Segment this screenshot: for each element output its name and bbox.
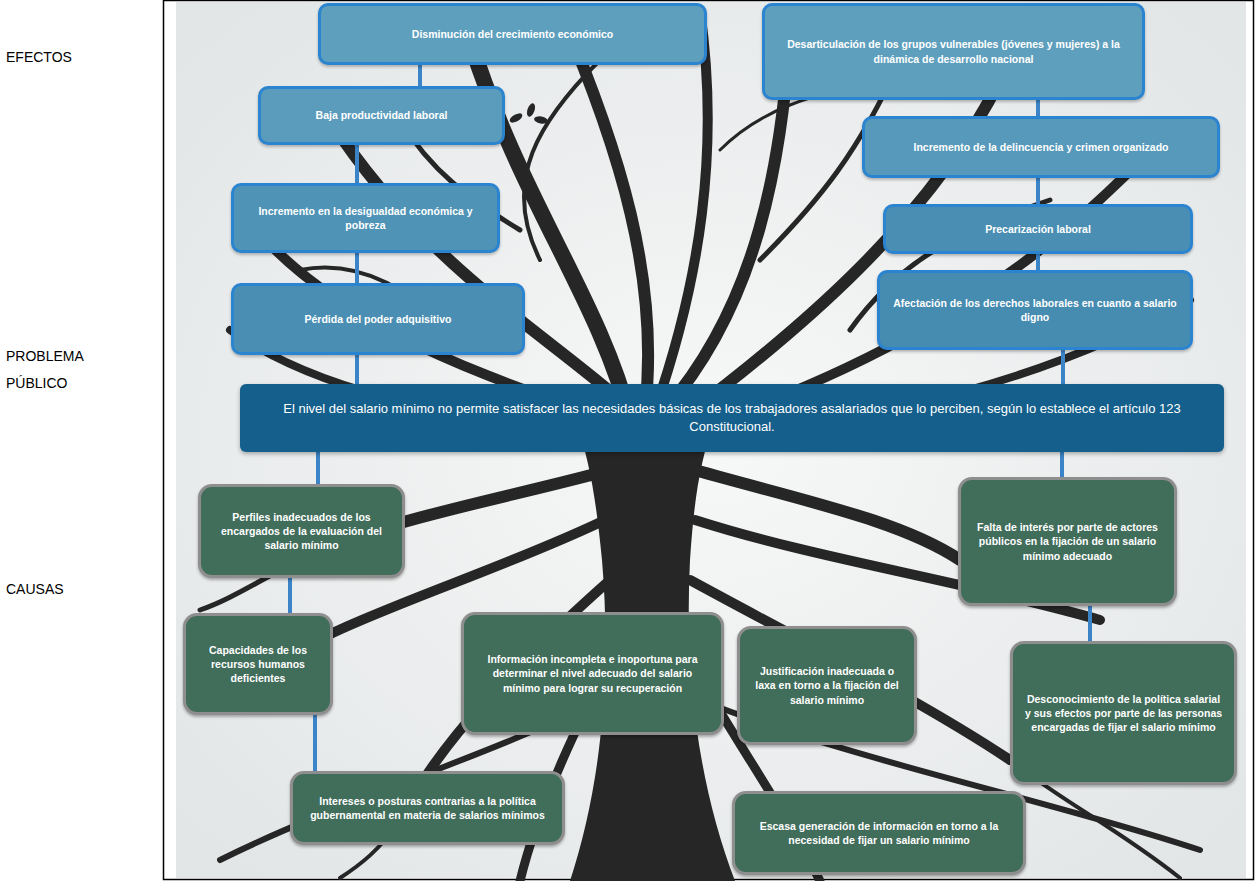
box-text: Disminución del crecimiento económico — [412, 27, 613, 41]
box-text: Incremento en la desigualdad económica y… — [246, 204, 485, 232]
box-text: Justificación inadecuada o laxa en torno… — [750, 664, 904, 707]
effect-box: Incremento en la desigualdad económica y… — [231, 183, 500, 253]
effect-box: Afectación de los derechos laborales en … — [877, 270, 1193, 350]
effect-box: Precarización laboral — [883, 204, 1193, 254]
connector-line — [1036, 100, 1040, 116]
cause-box: Falta de interés por parte de actores pú… — [958, 477, 1177, 606]
cause-box: Escasa generación de información en torn… — [732, 791, 1026, 875]
cause-box: Justificación inadecuada o laxa en torno… — [737, 626, 917, 745]
box-text: Baja productividad laboral — [316, 108, 448, 122]
connector-line — [1088, 606, 1092, 641]
effect-box: Incremento de la delincuencia y crimen o… — [862, 116, 1220, 178]
connector-line — [316, 452, 320, 484]
section-label: PROBLEMA PÚBLICO — [6, 343, 106, 397]
cause-box: Capacidades de los recursos humanos defi… — [183, 613, 333, 715]
connector-line — [355, 355, 359, 384]
box-text: Perfiles inadecuados de los encargados d… — [211, 510, 392, 553]
problem-band: El nivel del salario mínimo no permite s… — [240, 384, 1224, 452]
connector-line — [1036, 178, 1040, 204]
connector-line — [1060, 452, 1064, 477]
section-label: EFECTOS — [6, 44, 106, 71]
box-text: Afectación de los derechos laborales en … — [892, 296, 1178, 324]
connector-line — [313, 715, 317, 771]
box-text: Escasa generación de información en torn… — [745, 819, 1013, 847]
cause-box: Información incompleta e inoportuna para… — [461, 612, 724, 735]
box-text: Pérdida del poder adquisitivo — [304, 312, 451, 326]
connector-line — [1061, 350, 1065, 384]
box-text: El nivel del salario mínimo no permite s… — [270, 400, 1194, 436]
connector-line — [288, 578, 292, 613]
box-text: Falta de interés por parte de actores pú… — [971, 520, 1164, 563]
background — [176, 2, 1246, 878]
box-text: Intereses o posturas contrarias a la pol… — [303, 794, 552, 822]
leaf-symbol — [508, 102, 548, 124]
connector-line — [418, 65, 422, 86]
box-text: Desarticulación de los grupos vulnerable… — [777, 37, 1130, 65]
cause-box: Perfiles inadecuados de los encargados d… — [198, 484, 405, 578]
box-text: Información incompleta e inoportuna para… — [474, 652, 711, 695]
box-text: Precarización laboral — [985, 222, 1091, 236]
cause-box: Intereses o posturas contrarias a la pol… — [290, 771, 565, 845]
box-text: Desconocimiento de la política salarial … — [1023, 692, 1224, 735]
effect-box: Pérdida del poder adquisitivo — [231, 283, 525, 355]
box-text: Capacidades de los recursos humanos defi… — [196, 643, 320, 686]
effect-box: Baja productividad laboral — [258, 86, 505, 145]
frame — [164, 1, 1254, 880]
effect-box: Desarticulación de los grupos vulnerable… — [762, 3, 1145, 100]
connector-line — [1036, 254, 1040, 270]
connector-line — [355, 145, 359, 183]
connector-line — [355, 253, 359, 283]
cause-box: Desconocimiento de la política salarial … — [1010, 641, 1237, 785]
effect-box: Disminución del crecimiento económico — [318, 3, 707, 65]
box-text: Incremento de la delincuencia y crimen o… — [914, 140, 1169, 154]
section-label: CAUSAS — [6, 576, 106, 603]
